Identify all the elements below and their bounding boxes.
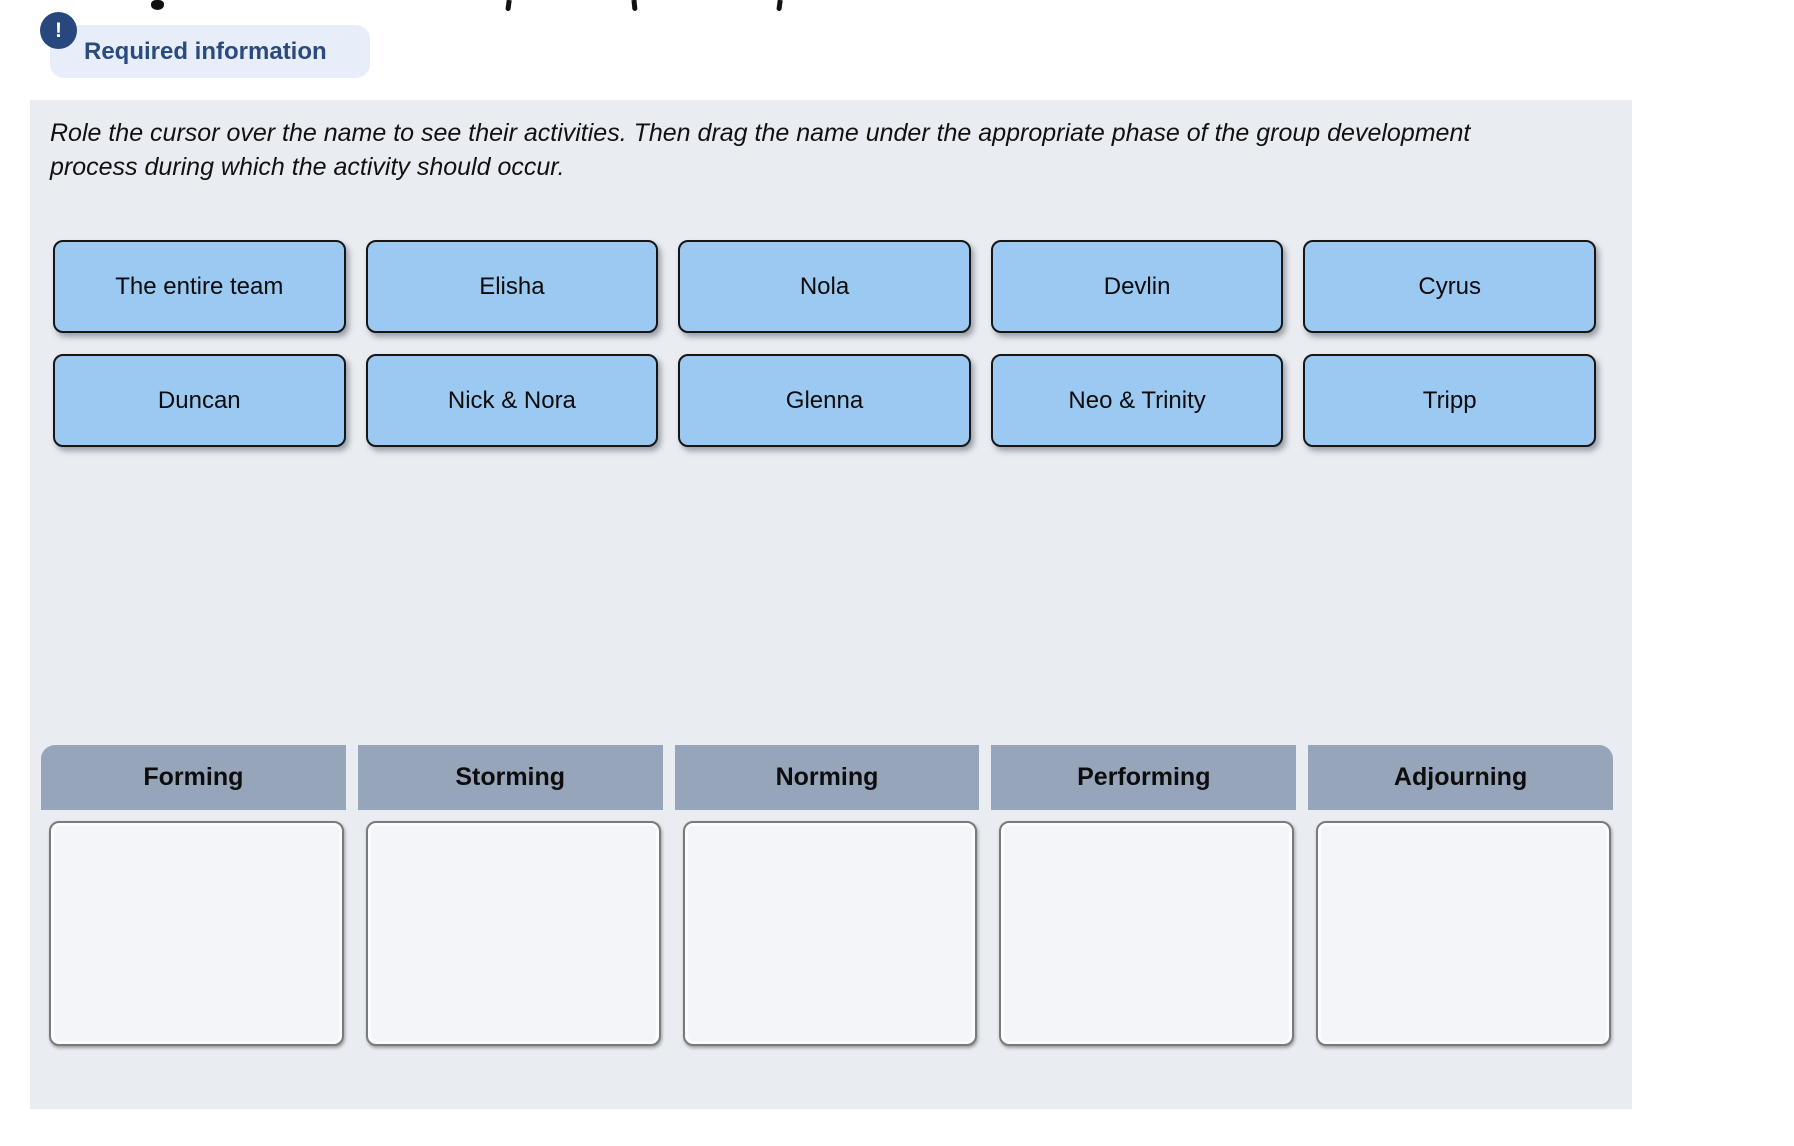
phase-header-storming: Storming (357, 745, 663, 810)
drop-zone-forming[interactable] (49, 821, 344, 1046)
bin-column-norming: Norming (674, 745, 980, 1046)
phase-bins: Forming Storming Norming Performing Adjo… (41, 745, 1613, 1046)
phase-header-norming: Norming (674, 745, 980, 810)
phase-header-adjourning: Adjourning (1308, 745, 1613, 810)
drag-chip-tripp[interactable]: Tripp (1303, 354, 1596, 447)
draggable-chips-area: The entire team Elisha Nola Devlin Cyrus… (53, 240, 1596, 447)
clipped-letter-fragment (631, 0, 638, 12)
drag-chip-devlin[interactable]: Devlin (990, 240, 1284, 333)
bin-column-storming: Storming (357, 745, 663, 1046)
drag-chip-neo-and-trinity[interactable]: Neo & Trinity (990, 354, 1284, 447)
bin-column-adjourning: Adjourning (1308, 745, 1613, 1046)
phase-header-forming: Forming (41, 745, 346, 810)
drop-zone-adjourning[interactable] (1316, 821, 1611, 1046)
exclamation-icon: ! (40, 12, 77, 49)
drag-chip-nola[interactable]: Nola (678, 240, 971, 333)
drop-zone-performing[interactable] (999, 821, 1295, 1046)
clipped-letter-fragment (776, 0, 783, 12)
clipped-letter-fragment (505, 0, 512, 12)
drag-chip-nick-and-nora[interactable]: Nick & Nora (365, 354, 659, 447)
exercise-panel: Role the cursor over the name to see the… (30, 100, 1632, 1109)
drag-chip-cyrus[interactable]: Cyrus (1303, 240, 1596, 333)
instructions-text: Role the cursor over the name to see the… (50, 119, 1471, 181)
clipped-letter-fragment (151, 0, 164, 10)
phase-header-performing: Performing (991, 745, 1297, 810)
bin-column-forming: Forming (41, 745, 346, 1046)
drag-chip-the-entire-team[interactable]: The entire team (53, 240, 346, 333)
drag-chip-glenna[interactable]: Glenna (678, 354, 971, 447)
drop-zone-norming[interactable] (682, 821, 978, 1046)
bin-column-performing: Performing (991, 745, 1297, 1046)
drag-chip-elisha[interactable]: Elisha (365, 240, 659, 333)
drag-chip-duncan[interactable]: Duncan (53, 354, 346, 447)
required-information-badge: Required information (50, 25, 370, 78)
drop-zone-storming[interactable] (365, 821, 661, 1046)
required-information-label: Required information (84, 37, 327, 65)
